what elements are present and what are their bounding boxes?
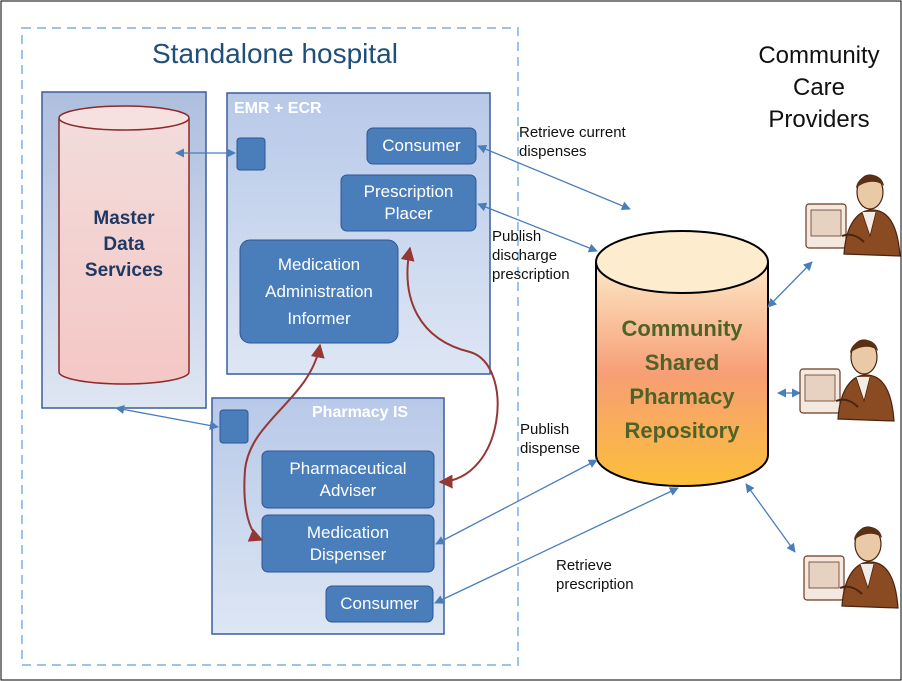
hospital-boundary <box>21 27 519 666</box>
retrieve-current-dispenses-arrow <box>477 144 631 211</box>
dispenser-line-1: Medication <box>306 522 390 542</box>
master-data-services-label: Master Data Services <box>59 206 189 284</box>
master-data-services-cylinder <box>58 118 190 385</box>
repo-line-1: Community <box>621 316 743 341</box>
emr-consumer-label: Consumer <box>382 136 461 155</box>
rcd-line-2: dispenses <box>519 143 587 160</box>
master-data-services-cylinder-top <box>58 105 190 131</box>
publish-dispense-label: Publish dispense <box>520 420 580 458</box>
repo-line-4: Repository <box>624 418 740 443</box>
informer-to-dispenser-flow <box>243 343 325 542</box>
retrieve-prescription-arrow <box>434 487 679 604</box>
pharmacy-port <box>219 409 249 444</box>
provider-3-arrow <box>745 483 796 553</box>
repository-label: Community Shared Pharmacy Repository <box>600 312 764 448</box>
pdp-line-2: discharge <box>492 247 558 264</box>
prescription-placer-label: Prescription Placer <box>341 175 476 231</box>
pharmacy-is-title: Pharmacy IS <box>312 404 409 421</box>
provider-figure-2 <box>799 339 895 422</box>
emr-consumer-box <box>366 127 477 165</box>
ccp-line-3: Providers <box>768 106 870 133</box>
mds-line-3: Services <box>84 260 164 281</box>
retrieve-current-dispenses-label: Retrieve current dispenses <box>519 123 626 161</box>
placer-to-adviser-flow <box>400 246 499 489</box>
ccp-line-2: Care <box>792 74 846 101</box>
mds-pharmacy-arrow <box>115 405 219 430</box>
retrieve-prescription-label: Retrieve prescription <box>556 556 634 594</box>
emr-port <box>236 137 266 171</box>
provider-1-arrow <box>767 261 813 308</box>
rcd-line-1: Retrieve current <box>519 124 626 141</box>
ccp-line-1: Community <box>758 42 880 69</box>
rp-line-2: prescription <box>556 576 634 593</box>
pd-line-2: dispense <box>520 440 581 457</box>
pharmaceutical-adviser-label: Pharmaceutical Adviser <box>262 451 434 508</box>
diagram-title: Standalone hospital <box>152 38 398 69</box>
repo-line-2: Shared <box>644 350 720 375</box>
pdp-line-1: Publish <box>492 228 542 245</box>
repository-cylinder <box>595 262 769 487</box>
mds-line-1: Master <box>93 208 155 229</box>
placer-line-2: Placer <box>384 204 433 223</box>
pharmacy-consumer-label: Consumer <box>340 594 419 613</box>
publish-dispense-arrow <box>435 459 598 545</box>
informer-line-1: Medication <box>277 255 361 274</box>
informer-line-2: Administration <box>265 282 373 301</box>
emr-ecr-title: EMR + ECR <box>234 100 322 117</box>
informer-line-3: Informer <box>287 309 351 328</box>
publish-discharge-prescription-label: Publish discharge prescription <box>492 227 570 284</box>
medication-dispenser-label: Medication Dispenser <box>262 515 434 572</box>
medication-administration-informer-box <box>239 239 399 344</box>
adviser-line-1: Pharmaceutical <box>289 458 407 478</box>
adviser-line-2: Adviser <box>319 480 377 500</box>
mds-line-2: Data <box>103 234 145 255</box>
pdp-line-3: prescription <box>492 266 570 283</box>
pd-line-1: Publish <box>520 421 570 438</box>
provider-figure-3 <box>803 526 899 609</box>
medication-administration-informer-label: Medication Administration Informer <box>240 240 398 343</box>
community-care-providers-label: Community Care Providers <box>752 40 886 136</box>
repository-cylinder-top <box>595 230 769 294</box>
repo-line-3: Pharmacy <box>629 384 735 409</box>
publish-discharge-prescription-arrow <box>477 202 598 253</box>
prescription-placer-box <box>340 174 477 232</box>
dispenser-line-2: Dispenser <box>309 544 387 564</box>
provider-figure-1 <box>805 174 901 257</box>
placer-line-1: Prescription <box>363 182 454 201</box>
pharmacy-consumer-box <box>325 585 434 623</box>
rp-line-1: Retrieve <box>556 557 612 574</box>
